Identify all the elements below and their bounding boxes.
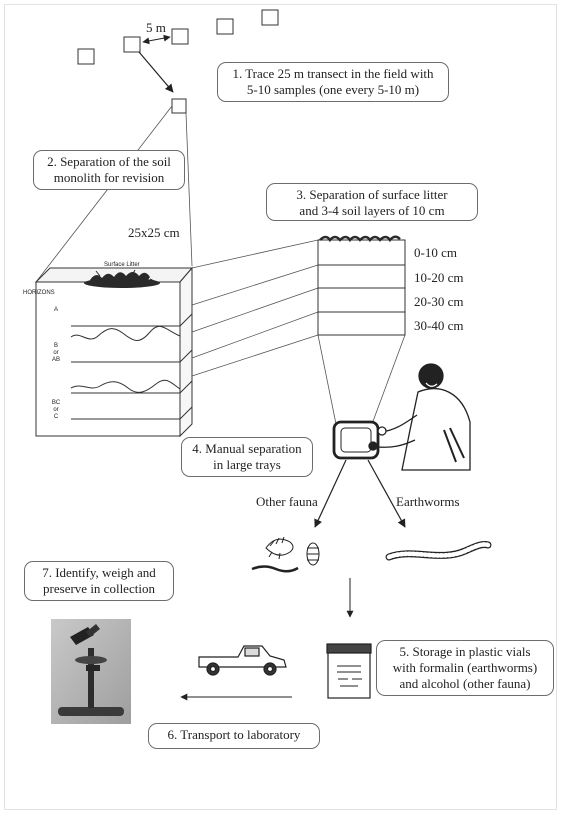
step-5-line-1: 5. Storage in plastic vials [399,644,531,659]
figure-frame [4,4,557,810]
step-2-line-1: 2. Separation of the soil [47,154,171,169]
layer-projection-lines [191,239,319,377]
layer-label-3: 30-40 cm [414,318,464,333]
step-2-line-2: monolith for revision [53,170,165,185]
surface-litter-label: Surface Litter [104,262,140,268]
horizon-b-line-1: B [53,343,58,349]
step-1-line-2: 5-10 samples (one every 5-10 m) [246,82,420,97]
step-6-line-1: 6. Transport to laboratory [167,727,301,742]
step-4-line-2: in large trays [213,457,281,472]
step-5-line-3: and alcohol (other fauna) [399,676,531,691]
horizon-b-labels: B or AB [46,343,66,364]
sample-arrow [138,51,174,93]
insect-larvae-icon [251,536,320,573]
microscope-photo-icon [51,619,131,724]
horizon-c-line-3: C [53,414,59,420]
earthworms-label: Earthworms [396,494,460,509]
layer-label-0: 0-10 cm [414,245,457,260]
tray-funnel-lines [317,334,406,425]
horizon-b-line-2: or [53,350,59,356]
step-5-line-2: with formalin (earthworms) [392,660,538,675]
scale-label: 5 m [146,20,166,35]
arrow-to-earthworms [367,459,406,528]
step-6-box: 6. Transport to laboratory [148,723,320,749]
step-3-line-2: and 3-4 soil layers of 10 cm [299,203,445,218]
step-4-line-1: 4. Manual separation [192,441,302,456]
arrow-to-other-fauna [314,459,347,528]
soil-layers-icon [317,235,406,336]
horizon-c-labels: BC or C [46,400,66,421]
specimen-vial-icon [326,643,372,699]
step-2-box: 2. Separation of the soil monolith for r… [33,150,185,190]
horizon-b-line-3: AB [51,357,60,363]
monolith-size-label: 25x25 cm [128,225,180,240]
step-7-line-1: 7. Identify, weigh and [42,565,156,580]
distance-arrow [142,34,171,45]
monolith-projection-lines [35,105,193,283]
step-7-box: 7. Identify, weigh and preserve in colle… [24,561,174,601]
step-3-line-1: 3. Separation of surface litter [296,187,448,202]
step-7-line-2: preserve in collection [43,581,155,596]
person-sorting-tray-icon [332,363,471,471]
horizon-a-label: A [53,307,58,313]
surface-litter-icon [84,269,160,288]
step-5-box: 5. Storage in plastic vials with formali… [376,640,554,696]
layer-label-1: 10-20 cm [414,270,464,285]
horizons-title: HORIZONS [23,290,55,296]
horizon-c-line-2: or [53,407,59,413]
earthworm-icon [385,541,492,561]
step-1-box: 1. Trace 25 m transect in the field with… [217,62,449,102]
step-4-box: 4. Manual separation in large trays [181,437,313,477]
soil-monolith-icon [34,266,194,438]
other-fauna-label: Other fauna [256,494,318,509]
step-3-box: 3. Separation of surface litter and 3-4 … [266,183,478,221]
horizon-c-line-1: BC [51,400,61,406]
layer-label-2: 20-30 cm [414,294,464,309]
pickup-truck-icon [198,645,287,676]
sample-square-icon [77,9,279,114]
step-1-line-1: 1. Trace 25 m transect in the field with [232,66,434,81]
